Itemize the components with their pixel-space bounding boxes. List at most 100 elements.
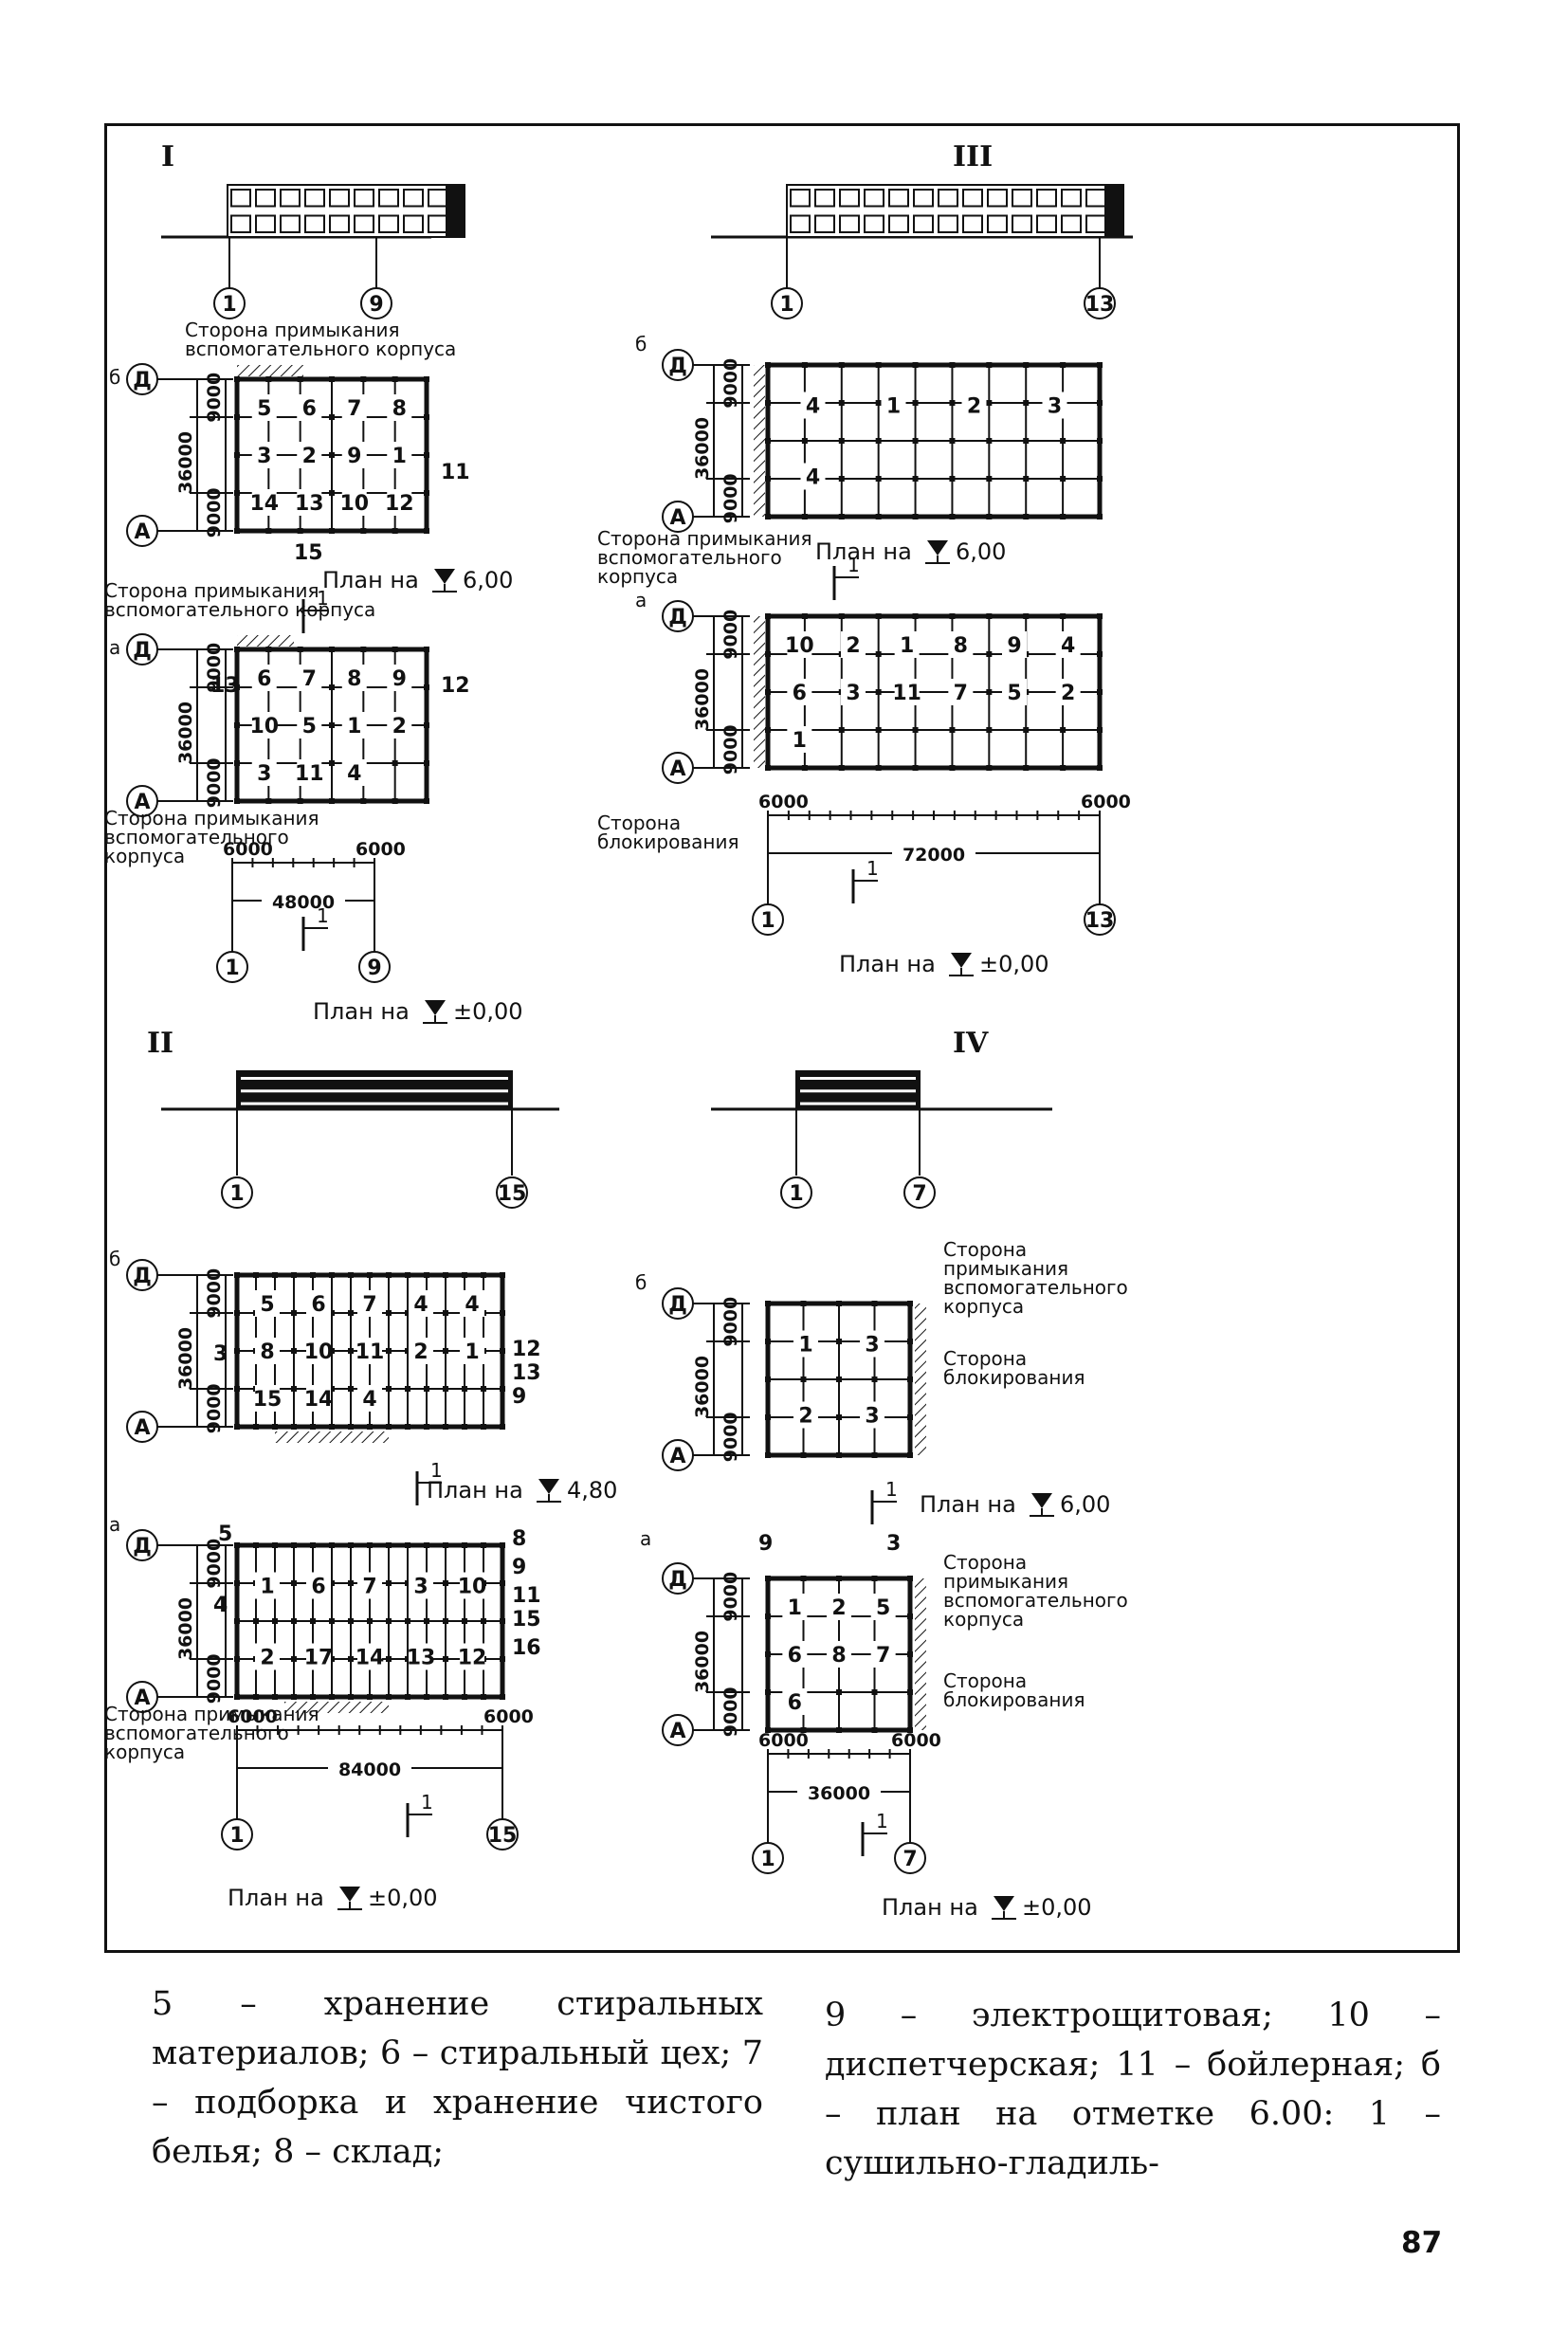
panel-II-plan-a-column — [367, 1542, 373, 1548]
panel-III-elevation-window — [962, 189, 983, 208]
panel-III-elevation-window — [839, 189, 860, 208]
panel-I-axis-end — [358, 951, 391, 983]
panel-III-plan-b-column — [986, 514, 993, 520]
panel-IV-plan-b-column — [907, 1301, 913, 1306]
panel-III-plan-a-column — [1060, 613, 1067, 619]
panel-I-plan-a-level-level: ±0,00 — [453, 998, 523, 1025]
panel-III-b-height-bay: 9000 — [720, 358, 741, 409]
panel-I-plan-b-room-bg — [297, 442, 322, 468]
panel-IV-plan-a-room: 1 — [788, 1596, 802, 1620]
panel-IV-adjacency-note: корпуса — [943, 1295, 1024, 1318]
panel-I-elevation-window — [255, 189, 276, 208]
panel-II-plan-b-column — [348, 1348, 354, 1354]
panel-II-plan-b-column — [424, 1272, 429, 1278]
panel-IV-blocking-note-a: блокирования — [943, 1688, 1085, 1711]
panel-IV-plan-b-room-bg — [793, 1401, 818, 1429]
panel-II-plan-b-level-label: План на — [427, 1477, 523, 1504]
panel-IV-plan-b-column — [765, 1339, 771, 1344]
panel-III-plan-b-column — [986, 476, 993, 482]
panel-I-plan-b-column — [360, 376, 367, 382]
panel-I-plan-b-column — [234, 376, 240, 382]
panel-III-plan-a-room: 11 — [892, 682, 921, 705]
panel-II-plan-a-room-bg — [460, 1643, 484, 1670]
panel-I-adjacency-note-bottom: Сторона примыкания — [104, 807, 319, 830]
panel-III-plan-a-level-level: ±0,00 — [979, 951, 1049, 977]
panel-II-plan-b-column — [443, 1348, 448, 1354]
panel-II-a-height-bay: 9000 — [204, 1539, 225, 1589]
panel-III-plan-a-room-bg — [894, 631, 920, 658]
panel-III-elevation-window — [864, 189, 884, 208]
panel-II-plan-b-room: 4 — [465, 1293, 479, 1317]
panel-III-plan-b-room: 2 — [967, 395, 981, 419]
panel-II-plan-a-room-bg — [357, 1643, 382, 1670]
panel-II-plan-b-column — [272, 1424, 278, 1430]
panel-II-plan-b-room: 7 — [362, 1293, 376, 1317]
panel-III-plan-a-column — [1023, 613, 1030, 619]
panel-III-plan-a-room: 2 — [846, 634, 860, 658]
panel-I-plan-b-room: 9 — [347, 445, 361, 468]
panel-IV-a-height-bay: 9000 — [720, 1687, 741, 1737]
panel-III-plan-a-column — [1023, 765, 1030, 771]
panel-IV-plan-b-column — [836, 1377, 842, 1382]
panel-I-plan-a-column — [392, 798, 398, 804]
panel-II-dim-bg — [328, 1755, 411, 1778]
panel-IV-plan-a-column — [907, 1614, 913, 1619]
panel-II-section-b-label: 1 — [430, 1459, 443, 1482]
panel-II-plan-b-column — [462, 1386, 467, 1392]
panel-I-plan-b-room-bg — [387, 394, 412, 421]
panel-III-section-b-label: 1 — [848, 554, 860, 576]
caption-right: 9 – электрощитовая; 10 – диспетчерская; … — [825, 1996, 1441, 2182]
panel-II-plan-b-room: 11 — [356, 1340, 385, 1364]
panel-III-elevation-window — [938, 214, 958, 233]
panel-II-plan-b-column — [405, 1386, 410, 1392]
panel-II-plan-a-column — [367, 1694, 373, 1700]
panel-II-plan-b-column — [424, 1424, 429, 1430]
panel-I-callout-b: 15 — [294, 541, 323, 565]
panel-IV-elev-axis-end — [903, 1176, 936, 1209]
panel-II-section-a-label: 1 — [421, 1791, 433, 1814]
panel-III-plan-a-room: 8 — [954, 634, 968, 658]
panel-I-plan-a-level-label: План на — [313, 998, 410, 1025]
panel-I-dim-bg — [262, 887, 345, 910]
panel-I-plan-b-room-bg — [251, 394, 277, 421]
panel-III-plan-b-level-level-mark — [927, 540, 948, 556]
panel-III-sheet-a: а — [635, 589, 647, 611]
panel-III-plan-b-column — [838, 400, 845, 406]
panel-IV-adjacency-note: Сторона — [943, 1238, 1027, 1261]
panel-IV-plan-b-column — [871, 1377, 878, 1382]
panel-II-plan-b-column — [291, 1272, 297, 1278]
panel-I-plan-b-column — [424, 376, 429, 382]
panel-I-plan-b-level-label: План на — [322, 567, 419, 593]
panel-II-plan-a-column — [386, 1542, 392, 1548]
panel-IV-plan-b-level-label: План на — [920, 1491, 1016, 1518]
panel-III-axis-start-label: 1 — [760, 909, 775, 933]
panel-III-plan-a-room: 3 — [846, 682, 860, 705]
panel-II-plan-b-room: 1 — [465, 1340, 479, 1364]
panel-IV-plan-a-level-level-mark — [994, 1896, 1014, 1911]
panel-IV-plan-a-room: 6 — [788, 1644, 802, 1668]
panel-II-plan-b-column — [386, 1386, 392, 1392]
panel-IV-plan-a-column — [836, 1576, 842, 1581]
panel-IV-hatch-a — [915, 1578, 926, 1730]
panel-II-plan-b-column — [234, 1310, 240, 1316]
panel-III-plan-a-column — [1060, 765, 1067, 771]
panel-II-plan-b-level-level-mark — [538, 1479, 559, 1494]
panel-III-plan-a-room: 9 — [1007, 634, 1021, 658]
panel-II-plan-b-room-bg — [409, 1338, 433, 1364]
panel-II-plan-b-room-bg — [255, 1290, 280, 1317]
panel-I-plan-b-room-bg — [387, 489, 412, 516]
panel-III-plan-a-room-bg — [1002, 679, 1027, 705]
panel-III-plan-a-column — [765, 651, 771, 657]
panel-III-plan-a-column — [875, 727, 882, 733]
panel-IV-adjacency-note-a: корпуса — [943, 1608, 1024, 1631]
panel-I-plan-a-room: 5 — [302, 715, 317, 738]
panel-III-plan-b-column — [1023, 438, 1030, 444]
panel-I-adjacency-note-bottom: вспомогательного — [104, 826, 289, 848]
panel-III-elevation-window — [1036, 214, 1057, 233]
panel-IV-axis-end-label: 7 — [903, 1848, 917, 1871]
panel-II-elevation-band — [241, 1089, 508, 1093]
panel-III-plan-a-column — [912, 765, 919, 771]
panel-III-plan-a-column — [1097, 651, 1103, 657]
panel-II-plan-b-column — [405, 1272, 410, 1278]
